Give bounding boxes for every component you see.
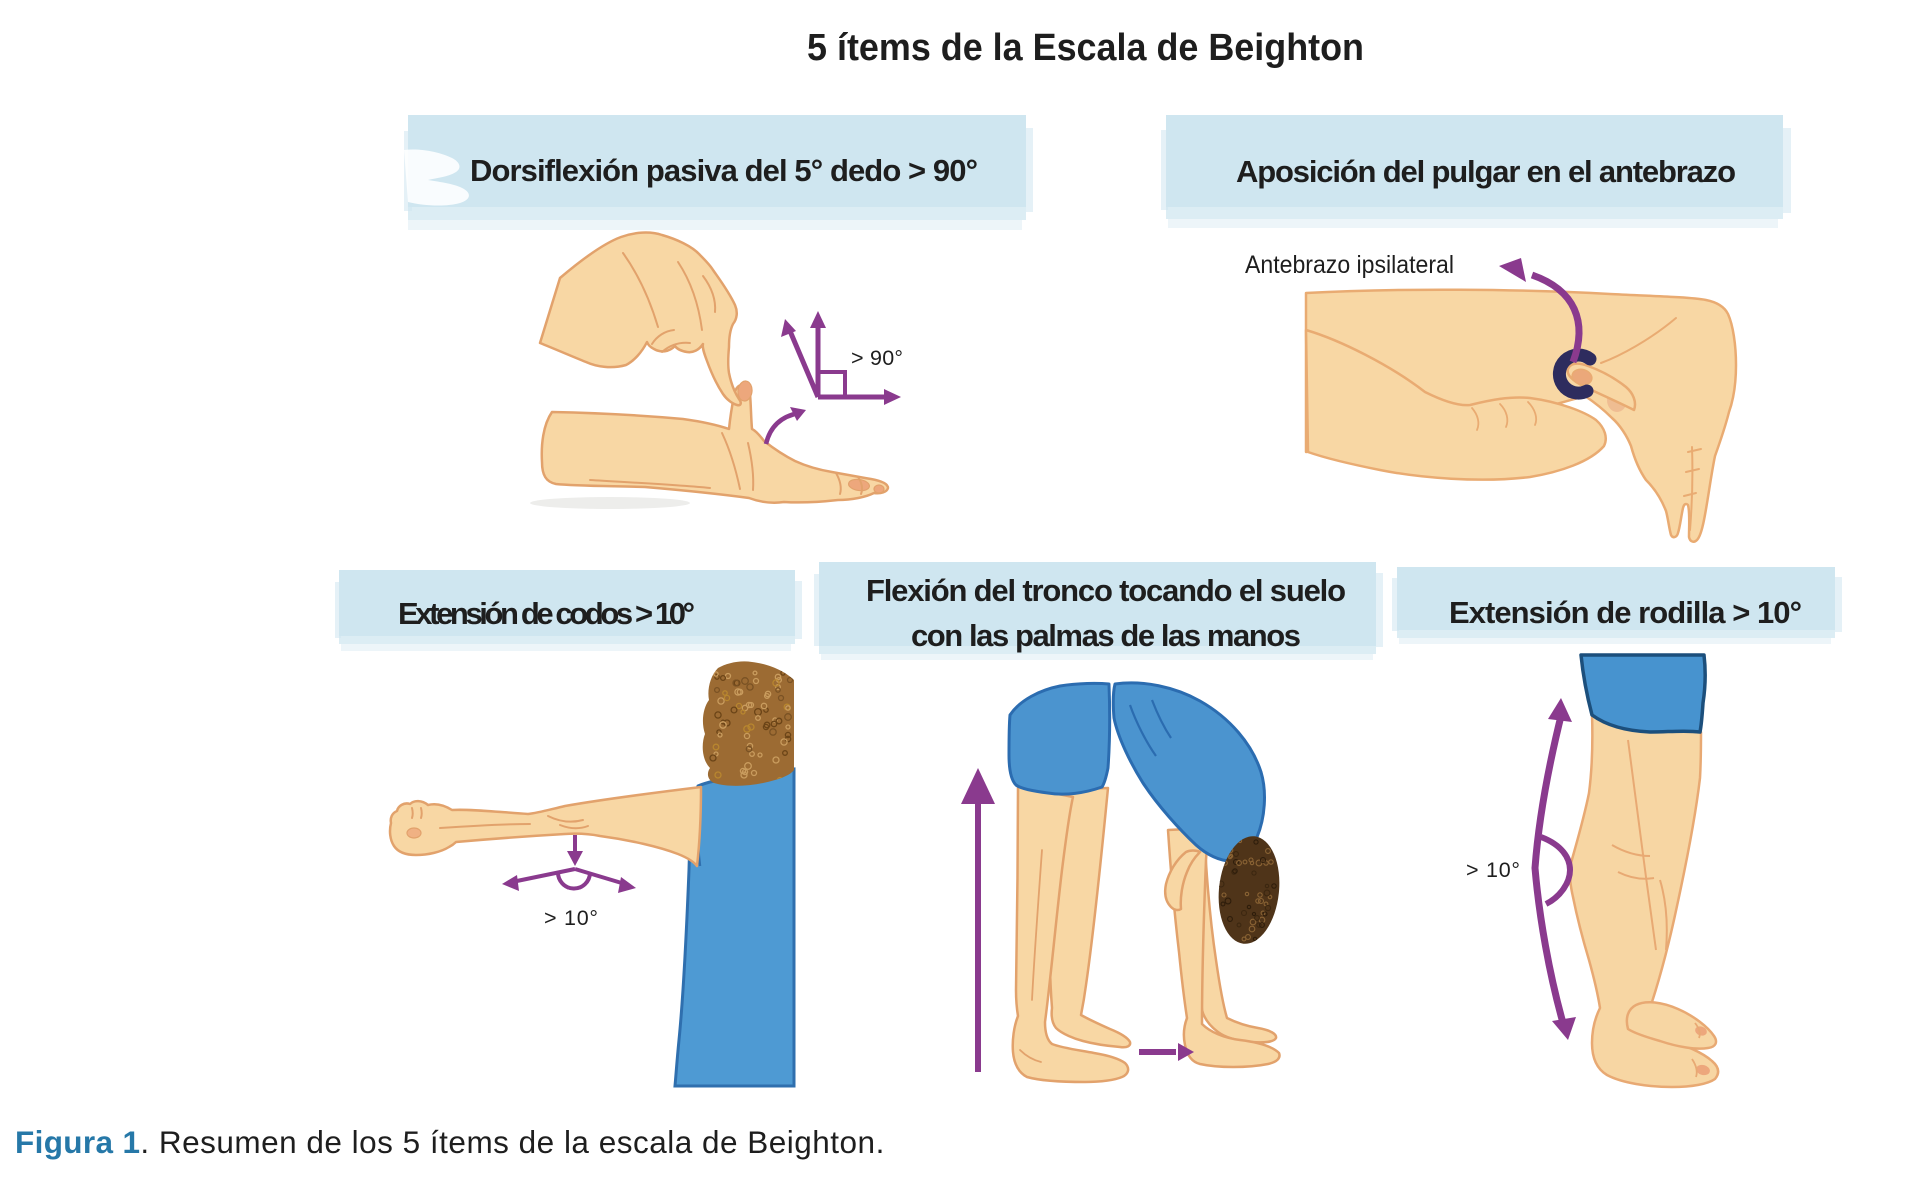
svg-text:5 ítems de la Escala de Beight: 5 ítems de la Escala de Beighton: [807, 27, 1364, 69]
svg-text:Figura 1. Resumen de los 5 íte: Figura 1. Resumen de los 5 ítems de la e…: [15, 1124, 884, 1160]
svg-text:con las palmas de las manos: con las palmas de las manos: [911, 618, 1301, 653]
svg-text:Aposición del pulgar en el ant: Aposición del pulgar en el antebrazo: [1236, 154, 1736, 189]
svg-text:Antebrazo ipsilateral: Antebrazo ipsilateral: [1245, 251, 1454, 279]
svg-text:Dorsiflexión pasiva del 5° ded: Dorsiflexión pasiva del 5° dedo > 90°: [470, 153, 978, 188]
svg-text:Flexión del tronco tocando el: Flexión del tronco tocando el suelo: [866, 573, 1346, 608]
svg-text:> 10°: > 10°: [544, 906, 598, 930]
svg-text:> 90°: > 90°: [851, 346, 903, 370]
svg-text:Extensión de rodilla > 10°: Extensión de rodilla > 10°: [1449, 595, 1802, 630]
svg-text:Extensión de codos > 10°: Extensión de codos > 10°: [398, 596, 695, 631]
svg-text:> 10°: > 10°: [1466, 858, 1520, 882]
